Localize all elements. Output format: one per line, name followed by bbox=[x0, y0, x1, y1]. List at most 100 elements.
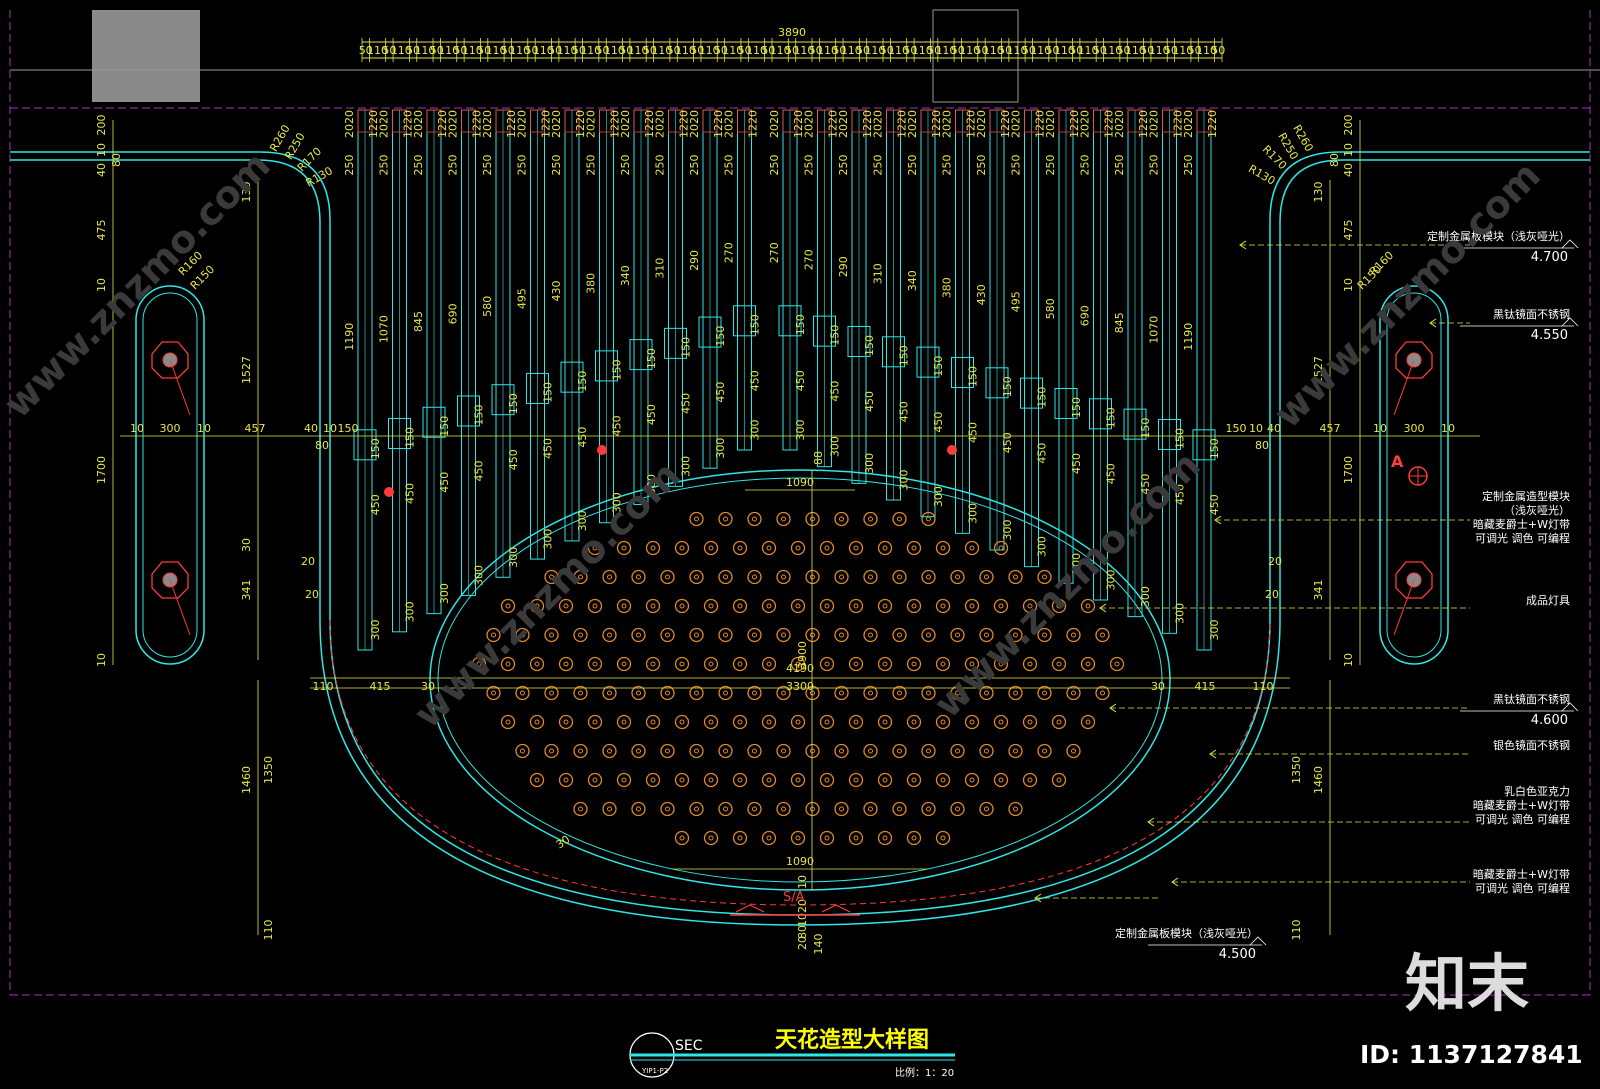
bar-top-pair-label: 1220 bbox=[540, 110, 553, 138]
downlight-ring bbox=[529, 714, 545, 730]
downlight bbox=[631, 569, 646, 585]
downlight bbox=[877, 598, 893, 614]
downlight-core bbox=[810, 516, 815, 522]
downlight-ring bbox=[732, 772, 748, 788]
downlight bbox=[1051, 772, 1067, 788]
bar-spacer bbox=[916, 346, 940, 378]
downlight-core bbox=[766, 719, 772, 725]
downlight bbox=[892, 569, 907, 585]
downlight-core bbox=[607, 574, 612, 580]
downlight-ring bbox=[921, 511, 936, 527]
downlight bbox=[993, 540, 1009, 556]
section-marker-label: S/A bbox=[783, 890, 805, 905]
bar-300-label: 300 bbox=[898, 470, 911, 491]
downlight-ring bbox=[587, 656, 603, 672]
overall-width-label: 3890 bbox=[778, 26, 806, 39]
downlight bbox=[1080, 714, 1096, 730]
bar-length-label: 1190 bbox=[343, 323, 356, 351]
downlight bbox=[1095, 627, 1110, 643]
bar-spacer-label: 150 bbox=[645, 348, 658, 369]
column-block bbox=[92, 10, 200, 102]
note-metal-module-line-0: 定制金属造型模块 bbox=[1482, 489, 1570, 503]
downlight-ring bbox=[718, 743, 733, 759]
bar-length-label: 1070 bbox=[378, 315, 391, 343]
downlight-ring bbox=[1022, 656, 1038, 672]
bar-250-label: 250 bbox=[1079, 155, 1092, 176]
bar-spacer bbox=[422, 406, 446, 438]
downlight bbox=[587, 772, 603, 788]
downlight-ring bbox=[486, 627, 501, 643]
downlight-ring bbox=[921, 569, 936, 585]
downlight bbox=[979, 743, 994, 759]
downlight-core bbox=[781, 574, 786, 580]
downlight-ring bbox=[529, 598, 545, 614]
downlight-core bbox=[491, 632, 496, 638]
downlight-core bbox=[650, 661, 656, 667]
downlight bbox=[1080, 656, 1096, 672]
downlight bbox=[892, 685, 907, 701]
downlight-ring bbox=[892, 685, 907, 701]
bar-spacer bbox=[560, 361, 584, 393]
downlight bbox=[863, 511, 878, 527]
dim-right-10c: 10 bbox=[1342, 653, 1355, 667]
downlight bbox=[732, 830, 748, 846]
downlight-core bbox=[766, 835, 772, 841]
downlight bbox=[500, 714, 516, 730]
chain-label: 110 bbox=[722, 44, 743, 57]
chain-label: 110 bbox=[864, 44, 885, 57]
dim-right-80: 80 bbox=[1328, 153, 1341, 167]
bar-250-label: 250 bbox=[654, 155, 667, 176]
downlight bbox=[515, 627, 530, 643]
bar-cap bbox=[1093, 109, 1108, 133]
bar-top-label: 2020 bbox=[941, 110, 954, 138]
dim-left-10b: 10 bbox=[95, 278, 108, 292]
downlight-ring bbox=[558, 598, 574, 614]
chain-label: 110 bbox=[438, 44, 459, 57]
downlight-core bbox=[926, 748, 931, 754]
section-ref: YIP1-P2 bbox=[641, 1067, 668, 1075]
downlight bbox=[1109, 656, 1125, 672]
downlight-core bbox=[984, 574, 989, 580]
downlight bbox=[573, 569, 588, 585]
dim-left-30: 30 bbox=[240, 538, 253, 552]
downlight-ring bbox=[602, 569, 617, 585]
downlight-core bbox=[868, 748, 873, 754]
downlight-ring bbox=[732, 598, 748, 614]
downlight bbox=[848, 656, 864, 672]
chain-label: 110 bbox=[793, 44, 814, 57]
downlight-core bbox=[752, 748, 757, 754]
dim-right-1527: 1527 bbox=[1312, 356, 1325, 384]
downlight-ring bbox=[892, 511, 907, 527]
bar-top-pair-label: 1220 bbox=[505, 110, 518, 138]
downlight-core bbox=[752, 516, 757, 522]
bar-spacer-label: 150 bbox=[507, 393, 520, 414]
downlight-ring bbox=[834, 511, 849, 527]
downlight-ring bbox=[790, 772, 806, 788]
downlight-ring bbox=[906, 830, 922, 846]
downlight bbox=[877, 656, 893, 672]
downlight-core bbox=[592, 603, 598, 609]
downlight bbox=[1022, 656, 1038, 672]
bar-cap bbox=[564, 109, 580, 133]
bar-length-label: 1190 bbox=[1182, 323, 1195, 351]
downlight-core bbox=[940, 777, 946, 783]
bar-top-label: 2020 bbox=[1182, 110, 1195, 138]
bottom-stack-1: 20 bbox=[796, 899, 809, 913]
downlight-ring bbox=[964, 540, 980, 556]
bar-top-pair-label: 1220 bbox=[436, 110, 449, 138]
chain-label: 110 bbox=[1054, 44, 1075, 57]
downlight-core bbox=[752, 574, 757, 580]
downlight-ring bbox=[515, 743, 530, 759]
downlight bbox=[790, 598, 806, 614]
downlight-core bbox=[911, 603, 917, 609]
bar-spacer bbox=[813, 315, 836, 347]
chain-label: 110 bbox=[651, 44, 672, 57]
downlight-core bbox=[476, 661, 482, 667]
opening-block bbox=[932, 9, 1019, 103]
downlight bbox=[1051, 714, 1067, 730]
downlight-core bbox=[926, 690, 931, 696]
downlight-ring bbox=[761, 598, 777, 614]
downlight-ring bbox=[1051, 656, 1067, 672]
downlight-ring bbox=[500, 598, 516, 614]
side-20-right-b: 20 bbox=[1265, 588, 1279, 601]
